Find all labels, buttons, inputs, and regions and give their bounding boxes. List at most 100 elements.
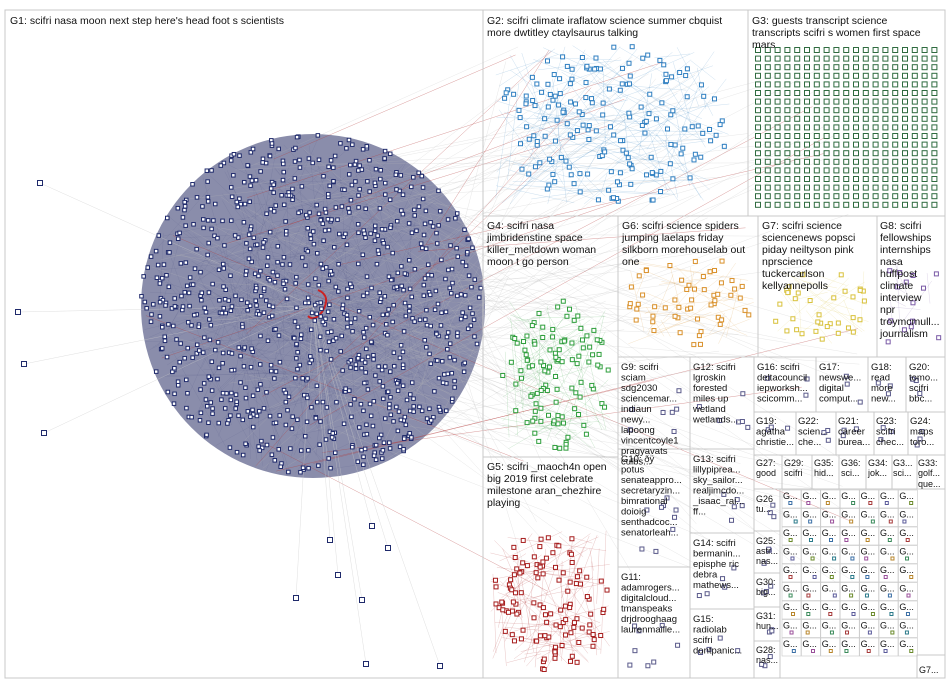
graph-node — [579, 337, 585, 343]
graph-node — [275, 259, 280, 265]
graph-node — [813, 72, 820, 79]
graph-node — [373, 442, 379, 448]
graph-node — [156, 233, 162, 238]
graph-node — [892, 55, 899, 62]
graph-node — [395, 428, 401, 434]
graph-node — [466, 236, 471, 242]
graph-node — [564, 63, 570, 69]
graph-node — [833, 193, 840, 200]
graph-node — [325, 216, 331, 222]
graph-node — [887, 593, 892, 598]
graph-node — [553, 622, 559, 628]
graph-node — [360, 252, 366, 258]
graph-node — [205, 218, 211, 223]
group-label-line: G7: scifri science — [762, 220, 842, 232]
graph-node — [234, 449, 240, 455]
graph-node — [364, 290, 370, 296]
graph-edge — [316, 272, 834, 477]
graph-node — [250, 146, 256, 152]
graph-node — [368, 231, 373, 236]
graph-node — [931, 81, 938, 88]
graph-node — [454, 245, 459, 251]
graph-node — [732, 286, 738, 292]
graph-node — [734, 497, 740, 503]
graph-edge — [244, 54, 640, 441]
graph-node — [288, 446, 293, 451]
graph-node — [595, 197, 601, 203]
graph-node — [350, 142, 355, 147]
graph-node — [911, 90, 918, 96]
graph-node — [220, 390, 226, 396]
tiny-group-cell — [878, 582, 899, 601]
graph-node — [569, 559, 575, 565]
graph-node — [739, 503, 745, 509]
graph-node — [417, 317, 423, 323]
graph-node — [333, 284, 339, 290]
graph-node — [560, 109, 566, 115]
graph-node — [755, 81, 761, 88]
graph-node — [579, 625, 585, 631]
graph-node — [445, 347, 450, 352]
graph-node — [794, 193, 801, 200]
group-label-g22: G22:scien...che... — [798, 416, 828, 448]
graph-node — [550, 326, 556, 332]
graph-node — [312, 318, 318, 323]
graph-node — [794, 81, 801, 88]
graph-node — [539, 89, 545, 95]
graph-node — [813, 158, 820, 165]
graph-node — [911, 167, 918, 174]
tiny-group-label: G... — [822, 621, 837, 631]
graph-node — [569, 66, 575, 72]
graph-node — [446, 267, 451, 273]
graph-node — [218, 163, 224, 168]
graph-node — [575, 313, 581, 319]
graph-node — [478, 285, 483, 291]
graph-node — [247, 246, 253, 252]
graph-node — [862, 64, 869, 71]
graph-node — [763, 588, 769, 594]
graph-node — [220, 350, 226, 356]
tiny-group-label: G... — [841, 491, 856, 501]
graph-node — [911, 158, 918, 165]
graph-node — [418, 241, 424, 246]
graph-node — [283, 219, 288, 224]
graph-node — [584, 594, 590, 600]
graph-node — [312, 302, 318, 308]
graph-node — [385, 389, 391, 395]
graph-node — [514, 566, 520, 572]
graph-node — [872, 107, 879, 114]
graph-node — [833, 176, 840, 182]
graph-node — [269, 368, 274, 374]
graph-node — [290, 186, 295, 192]
graph-node — [326, 227, 332, 233]
tiny-group-cell — [839, 600, 860, 620]
graph-node — [791, 649, 796, 653]
graph-node — [804, 133, 810, 139]
tiny-group-cell — [898, 508, 918, 527]
graph-node — [294, 356, 299, 361]
graph-node — [141, 274, 146, 279]
graph-node — [382, 180, 388, 186]
graph-node — [198, 269, 203, 275]
tiny-group-label: G... — [822, 528, 837, 538]
graph-node — [545, 535, 551, 541]
group-label-line: fellowships — [880, 232, 931, 244]
group-label-line: forested — [693, 383, 727, 394]
graph-edge — [382, 157, 516, 447]
graph-node — [804, 158, 810, 165]
graph-node — [363, 206, 368, 212]
graph-node — [368, 413, 374, 419]
graph-node — [540, 571, 546, 577]
graph-node — [804, 55, 810, 62]
graph-node — [857, 287, 863, 293]
graph-node — [238, 353, 243, 359]
graph-node — [647, 91, 653, 97]
graph-node — [149, 312, 154, 317]
graph-node — [205, 252, 210, 258]
graph-node — [502, 95, 508, 101]
graph-node — [662, 305, 668, 311]
graph-node — [764, 176, 771, 182]
graph-node — [398, 417, 404, 423]
graph-node — [843, 124, 850, 131]
group-label-line: debra — [693, 570, 718, 581]
